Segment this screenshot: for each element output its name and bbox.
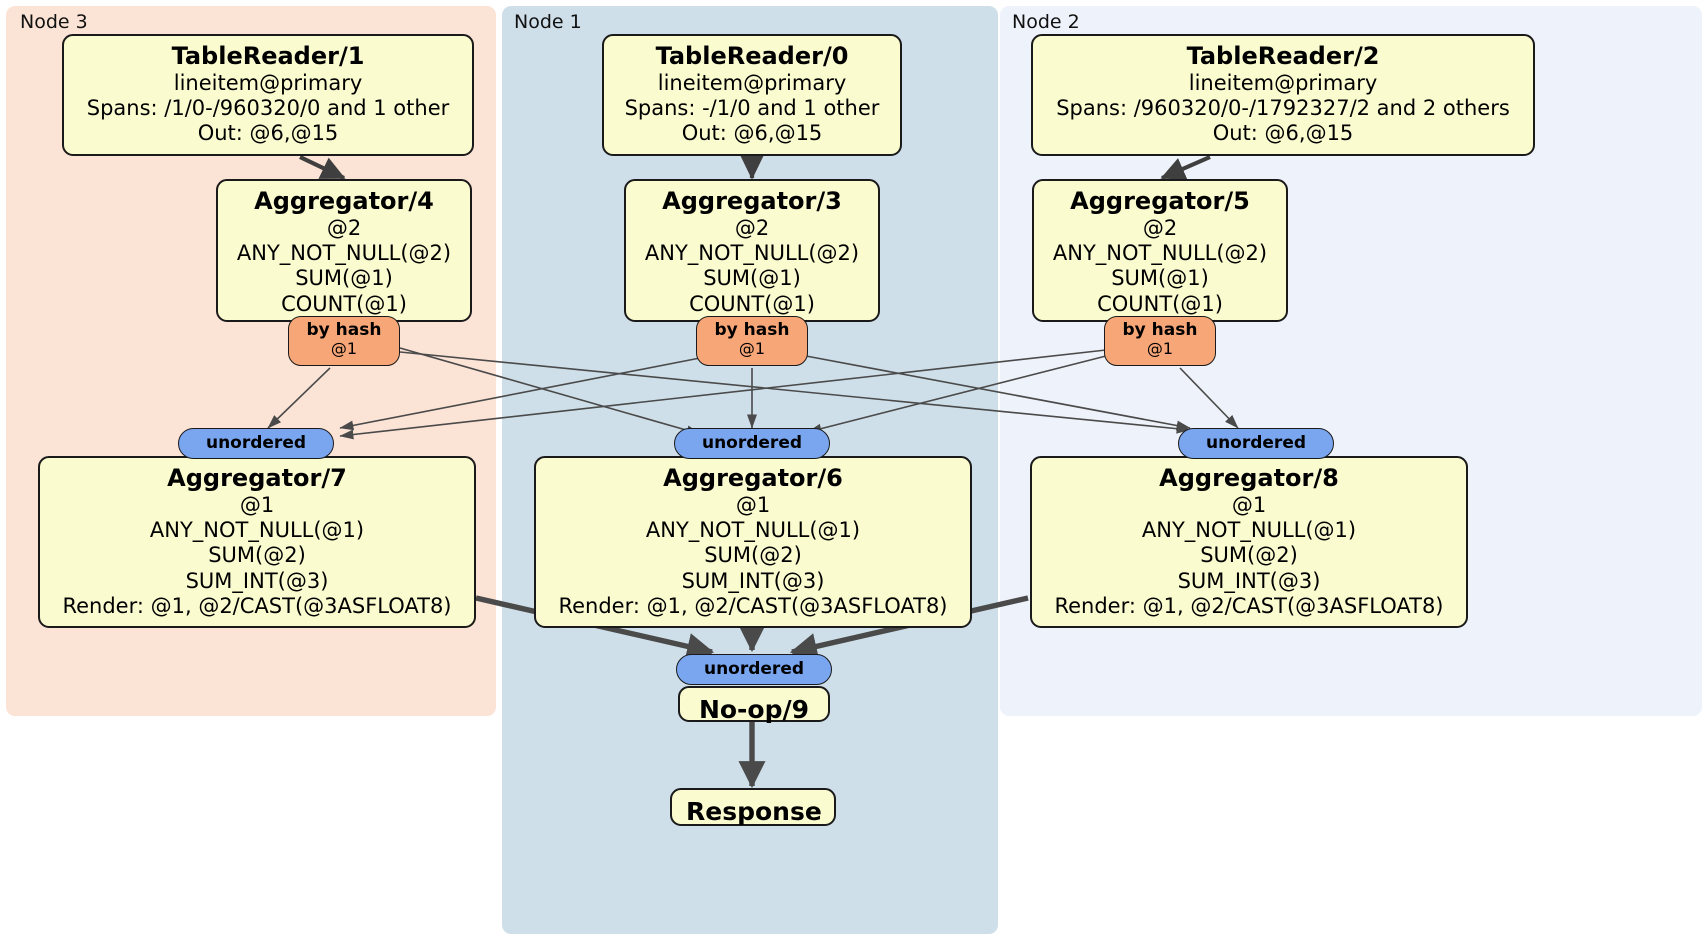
processor-line: Out: @6,@15	[1212, 121, 1354, 146]
processor-line: Render: @1, @2/CAST(@3ASFLOAT8)	[1054, 593, 1444, 618]
processor-line: ANY_NOT_NULL(@2)	[1052, 241, 1268, 266]
sync-unordered-final[interactable]: unordered	[676, 654, 832, 685]
processor-line: @1	[1231, 493, 1267, 517]
processor-aggregator-3[interactable]: Aggregator/3 @2 ANY_NOT_NULL(@2) SUM(@1)…	[624, 179, 880, 322]
processor-line: SUM(@2)	[208, 543, 306, 568]
processor-line: @2	[734, 216, 770, 240]
processor-title: Aggregator/8	[1159, 464, 1339, 492]
processor-title: Aggregator/6	[663, 464, 843, 492]
processor-title: Aggregator/4	[254, 187, 434, 215]
processor-line: SUM_INT(@3)	[185, 568, 329, 593]
processor-line: ANY_NOT_NULL(@1)	[1141, 518, 1357, 543]
processor-line: lineitem@primary	[657, 71, 847, 95]
processor-title: No-op/9	[698, 695, 810, 724]
processor-line: COUNT(@1)	[1097, 291, 1223, 316]
sync-label: unordered	[1205, 433, 1307, 453]
processor-line: @1	[239, 493, 275, 517]
processor-line: Out: @6,@15	[197, 121, 339, 146]
processor-line: SUM(@2)	[704, 543, 802, 568]
processor-tablereader-0[interactable]: TableReader/0 lineitem@primary Spans: -/…	[602, 34, 902, 156]
processor-line: Spans: /960320/0-/1792327/2 and 2 others	[1056, 96, 1510, 121]
processor-aggregator-6[interactable]: Aggregator/6 @1 ANY_NOT_NULL(@1) SUM(@2)…	[534, 456, 972, 628]
router-column: @1	[738, 339, 766, 359]
processor-noop-9[interactable]: No-op/9	[678, 686, 830, 724]
router-label: by hash	[714, 320, 790, 340]
processor-aggregator-8[interactable]: Aggregator/8 @1 ANY_NOT_NULL(@1) SUM(@2)…	[1030, 456, 1468, 628]
processor-line: @2	[1142, 216, 1178, 240]
processor-aggregator-7[interactable]: Aggregator/7 @1 ANY_NOT_NULL(@1) SUM(@2)…	[38, 456, 476, 628]
panel-node-2-label: Node 2	[1012, 11, 1080, 33]
processor-tablereader-1[interactable]: TableReader/1 lineitem@primary Spans: /1…	[62, 34, 474, 156]
panel-node-1-label: Node 1	[514, 11, 582, 33]
processor-title: Response	[686, 797, 822, 826]
processor-title: TableReader/0	[655, 42, 849, 70]
processor-title: TableReader/1	[171, 42, 365, 70]
processor-line: lineitem@primary	[173, 71, 363, 95]
sync-label: unordered	[205, 433, 307, 453]
processor-line: SUM_INT(@3)	[1177, 568, 1321, 593]
sync-unordered-aggregator-6[interactable]: unordered	[674, 428, 830, 459]
processor-line: SUM(@1)	[703, 266, 801, 291]
router-column: @1	[330, 339, 358, 359]
processor-line: SUM(@1)	[295, 266, 393, 291]
processor-line: @2	[326, 216, 362, 240]
sync-label: unordered	[701, 433, 803, 453]
router-label: by hash	[306, 320, 382, 340]
processor-line: SUM(@1)	[1111, 266, 1209, 291]
router-by-hash-aggregator-5[interactable]: by hash @1	[1104, 316, 1216, 366]
processor-tablereader-2[interactable]: TableReader/2 lineitem@primary Spans: /9…	[1031, 34, 1535, 156]
processor-line: COUNT(@1)	[689, 291, 815, 316]
processor-line: Spans: /1/0-/960320/0 and 1 other	[86, 96, 450, 121]
processor-line: ANY_NOT_NULL(@1)	[149, 518, 365, 543]
router-by-hash-aggregator-3[interactable]: by hash @1	[696, 316, 808, 366]
processor-aggregator-5[interactable]: Aggregator/5 @2 ANY_NOT_NULL(@2) SUM(@1)…	[1032, 179, 1288, 322]
processor-line: ANY_NOT_NULL(@2)	[236, 241, 452, 266]
processor-title: TableReader/2	[1186, 42, 1380, 70]
sync-label: unordered	[703, 659, 805, 679]
processor-line: SUM(@2)	[1200, 543, 1298, 568]
processor-line: COUNT(@1)	[281, 291, 407, 316]
processor-line: Out: @6,@15	[681, 121, 823, 146]
router-column: @1	[1146, 339, 1174, 359]
processor-response[interactable]: Response	[670, 788, 836, 826]
processor-line: ANY_NOT_NULL(@1)	[645, 518, 861, 543]
processor-title: Aggregator/3	[662, 187, 842, 215]
processor-line: ANY_NOT_NULL(@2)	[644, 241, 860, 266]
panel-node-3-label: Node 3	[20, 11, 88, 33]
processor-title: Aggregator/5	[1070, 187, 1250, 215]
router-label: by hash	[1122, 320, 1198, 340]
processor-line: @1	[735, 493, 771, 517]
sync-unordered-aggregator-7[interactable]: unordered	[178, 428, 334, 459]
sync-unordered-aggregator-8[interactable]: unordered	[1178, 428, 1334, 459]
processor-line: Spans: -/1/0 and 1 other	[624, 96, 880, 121]
processor-line: SUM_INT(@3)	[681, 568, 825, 593]
processor-aggregator-4[interactable]: Aggregator/4 @2 ANY_NOT_NULL(@2) SUM(@1)…	[216, 179, 472, 322]
processor-title: Aggregator/7	[167, 464, 347, 492]
processor-line: Render: @1, @2/CAST(@3ASFLOAT8)	[558, 593, 948, 618]
router-by-hash-aggregator-4[interactable]: by hash @1	[288, 316, 400, 366]
processor-line: lineitem@primary	[1188, 71, 1378, 95]
processor-line: Render: @1, @2/CAST(@3ASFLOAT8)	[62, 593, 452, 618]
